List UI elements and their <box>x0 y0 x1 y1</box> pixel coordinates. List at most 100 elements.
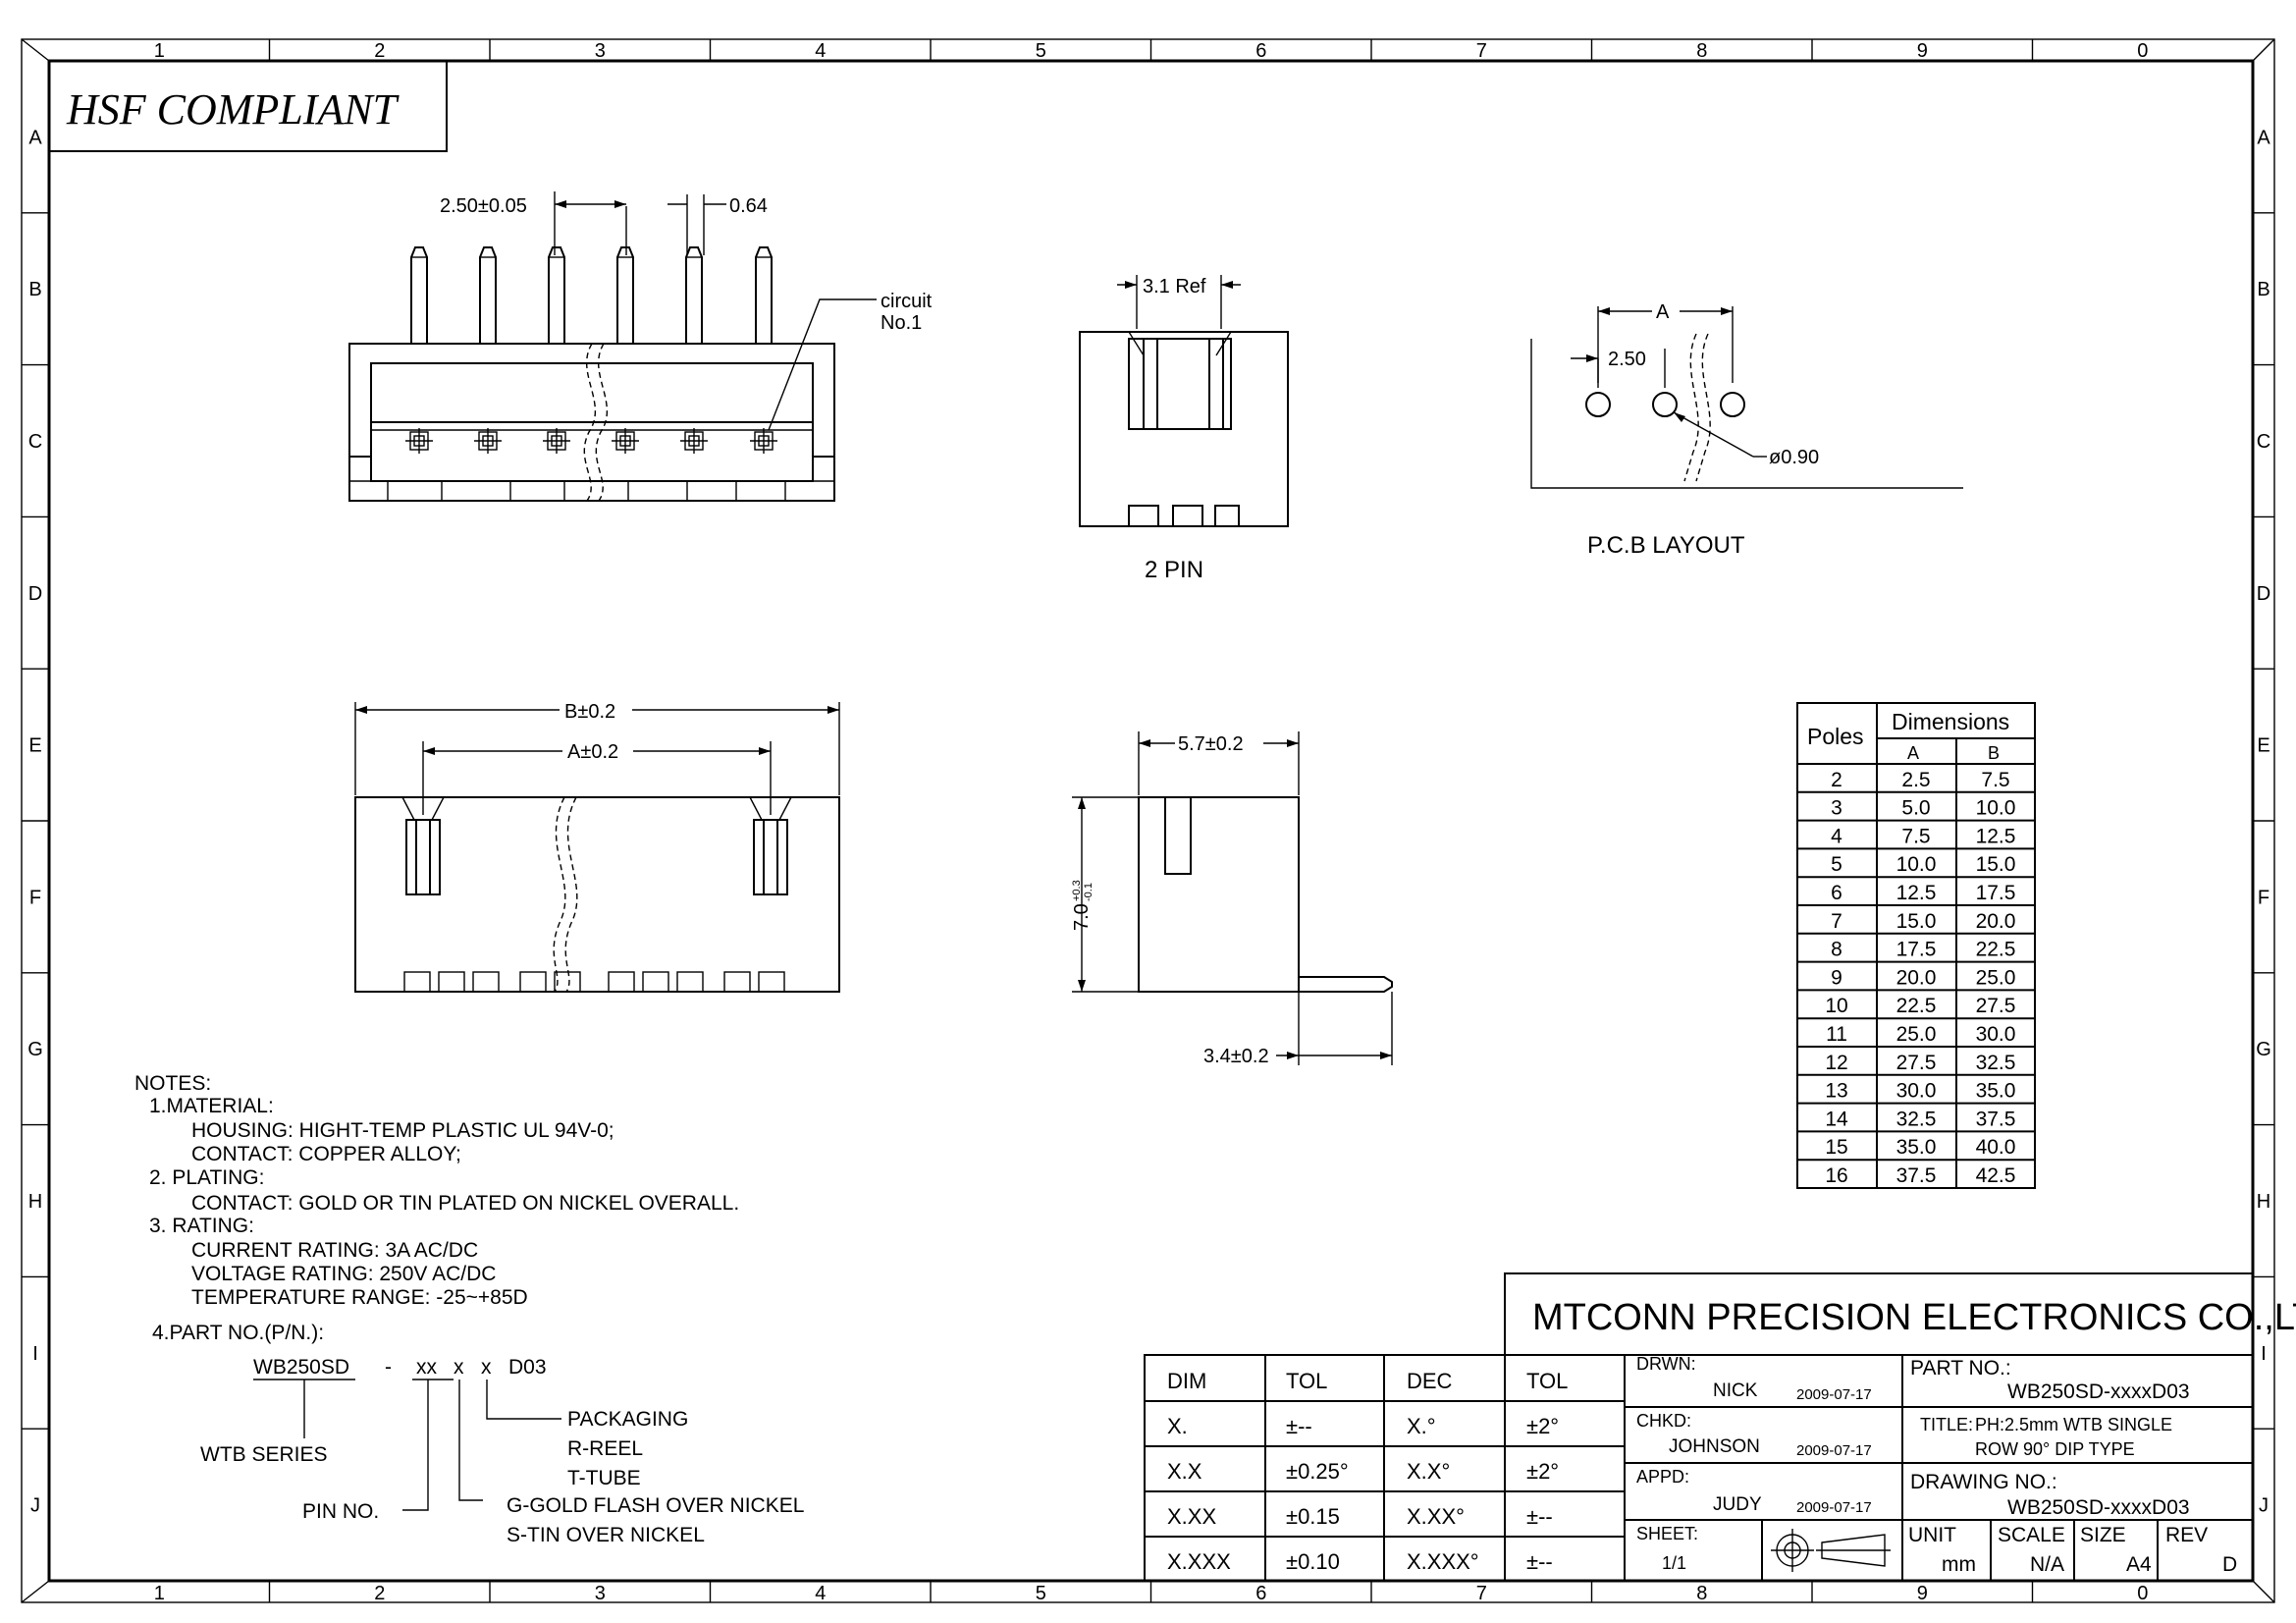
sheet-value: 1/1 <box>1662 1553 1686 1573</box>
tolerance-cell: X. <box>1167 1414 1188 1438</box>
tolerance-cell: ±0.25° <box>1286 1459 1349 1484</box>
table-cell-a: 20.0 <box>1896 966 1937 989</box>
table-cell-a: 17.5 <box>1896 939 1937 961</box>
tolerance-cell: ±-- <box>1286 1414 1312 1438</box>
table-cell-a: 22.5 <box>1896 995 1937 1017</box>
tolerance-cell: ±2° <box>1526 1459 1559 1484</box>
table-cell-a: 30.0 <box>1896 1080 1937 1103</box>
note-line: CURRENT RATING: 3A AC/DC <box>191 1239 478 1262</box>
title-line-2: ROW 90° DIP TYPE <box>1975 1439 2135 1459</box>
title-block: MTCONN PRECISION ELECTRONICS CO.,LTD DRW… <box>1504 1272 2296 1582</box>
tolerance-cell: ±0.10 <box>1286 1549 1340 1574</box>
table-cell-poles: 15 <box>1825 1136 1847 1159</box>
table-cell-poles: 10 <box>1825 995 1847 1017</box>
scale-label: SCALE <box>1998 1524 2065 1546</box>
note-line: HOUSING: HIGHT-TEMP PLASTIC UL 94V-0; <box>191 1119 614 1142</box>
table-cell-poles: 9 <box>1831 966 1842 989</box>
table-cell-b: 7.5 <box>1981 769 2009 791</box>
table-cell-b: 15.0 <box>1976 853 2016 876</box>
notes-title: NOTES: <box>134 1072 211 1095</box>
row-label-right: J <box>2259 1495 2269 1517</box>
table-cell-b: 40.0 <box>1976 1136 2016 1159</box>
tolerance-cell: X.XX° <box>1407 1504 1465 1529</box>
note-line: VOLTAGE RATING: 250V AC/DC <box>191 1263 496 1285</box>
drwn-label: DRWN: <box>1636 1354 1696 1374</box>
row-label-left: D <box>28 583 42 605</box>
table-cell-b: 37.5 <box>1976 1108 2016 1130</box>
note-line: TEMPERATURE RANGE: -25~+85D <box>191 1286 528 1309</box>
note-line: 3. RATING: <box>149 1215 254 1237</box>
table-cell-poles: 12 <box>1825 1052 1847 1074</box>
company-name: MTCONN PRECISION ELECTRONICS CO.,LTD <box>1532 1297 2296 1338</box>
notes: NOTES: 1.MATERIAL:HOUSING: HIGHT-TEMP PL… <box>134 1072 804 1546</box>
slot <box>519 971 547 993</box>
tolerance-header: DEC <box>1407 1369 1453 1393</box>
column-label-bottom: 6 <box>1255 1583 1266 1604</box>
table-cell-a: 7.5 <box>1901 825 1930 847</box>
drawing-value: WB250SD-xxxxD03 <box>2007 1496 2190 1519</box>
hsf-compliant-badge: HSF COMPLIANT <box>48 60 448 152</box>
column-label-bottom: 8 <box>1696 1583 1707 1604</box>
circuit-no-label: No.1 <box>881 312 922 334</box>
chkd-label: CHKD: <box>1636 1411 1691 1431</box>
row-label-right: I <box>2261 1343 2267 1365</box>
tolerance-cell: ±-- <box>1526 1549 1553 1574</box>
contact-marker <box>405 428 433 454</box>
row-label-left: I <box>32 1343 38 1365</box>
appd-date: 2009-07-17 <box>1796 1499 1872 1516</box>
column-label-top: 5 <box>1036 40 1046 62</box>
slot <box>608 971 635 993</box>
table-cell-poles: 3 <box>1831 797 1842 820</box>
column-label-top: 9 <box>1917 40 1928 62</box>
pin <box>479 246 497 344</box>
slot <box>676 971 704 993</box>
note-line: 2. PLATING: <box>149 1166 264 1189</box>
housing-foot <box>735 480 786 502</box>
pin <box>755 246 773 344</box>
pcb-dim-a: A <box>1656 301 1670 323</box>
table-cell-b: 10.0 <box>1976 797 2016 820</box>
table-cell-a: 25.0 <box>1896 1023 1937 1046</box>
column-label-bottom: 9 <box>1917 1583 1928 1604</box>
row-label-left: E <box>28 735 41 757</box>
scale-value: N/A <box>2030 1553 2064 1576</box>
housing-foot <box>627 480 688 502</box>
contact-marker <box>474 428 502 454</box>
table-header-dimensions: Dimensions <box>1892 709 2009 734</box>
tolerance-cell: X.X <box>1167 1459 1202 1484</box>
contact-marker <box>750 428 777 454</box>
slot <box>403 971 431 993</box>
pitch-dim: 2.50±0.05 <box>440 195 527 217</box>
table-header-a: A <box>1907 743 1919 763</box>
pin-no: PIN NO. <box>302 1500 379 1523</box>
side-pin-dim: 3.4±0.2 <box>1203 1046 1269 1067</box>
pn-x2: x <box>481 1356 492 1379</box>
table-cell-a: 32.5 <box>1896 1108 1937 1130</box>
table-cell-a: 2.5 <box>1901 769 1930 791</box>
unit-label: UNIT <box>1908 1524 1956 1546</box>
table-cell-a: 37.5 <box>1896 1164 1937 1187</box>
table-cell-b: 42.5 <box>1976 1164 2016 1187</box>
pin <box>410 246 428 344</box>
tolerance-header: DIM <box>1167 1369 1206 1393</box>
table-cell-poles: 4 <box>1831 825 1842 847</box>
size-label: SIZE <box>2080 1524 2126 1546</box>
tin-option: S-TIN OVER NICKEL <box>507 1524 705 1546</box>
part-value: WB250SD-xxxxD03 <box>2007 1380 2190 1403</box>
frame-ticks <box>22 39 2274 1602</box>
wtb-series: WTB SERIES <box>200 1443 328 1466</box>
pn-code: WB250SD <box>253 1356 349 1379</box>
table-cell-a: 35.0 <box>1896 1136 1937 1159</box>
table-header-b: B <box>1988 743 2000 763</box>
table-cell-b: 35.0 <box>1976 1080 2016 1103</box>
pin-width-dim: 0.64 <box>729 195 768 217</box>
column-label-top: 2 <box>374 40 385 62</box>
housing-foot <box>509 480 565 502</box>
column-label-bottom: 5 <box>1036 1583 1046 1604</box>
column-label-bottom: 1 <box>154 1583 165 1604</box>
row-label-left: B <box>28 279 41 300</box>
chkd-name: JOHNSON <box>1669 1436 1760 1457</box>
table-cell-a: 12.5 <box>1896 882 1937 904</box>
